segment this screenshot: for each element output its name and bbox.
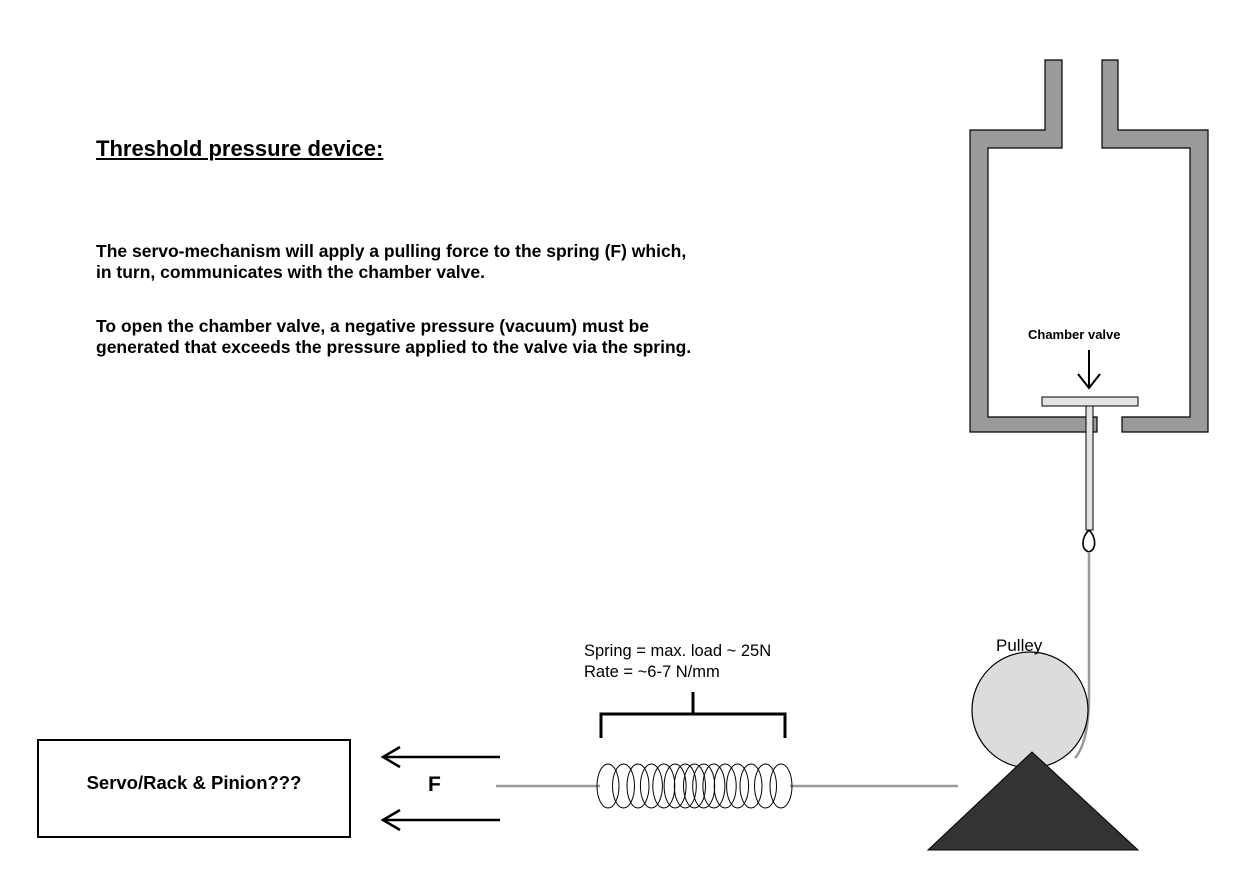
spring-coil	[754, 763, 777, 809]
spring-coil	[713, 763, 737, 809]
chamber-valve-plate	[1041, 396, 1139, 407]
servo-box-label: Servo/Rack & Pinion???	[86, 772, 302, 793]
paragraph-1-line-1: The servo-mechanism will apply a pulling…	[96, 241, 687, 261]
spring-spec-label: Spring = max. load ~ 25N Rate = ~6-7 N/m…	[584, 641, 771, 683]
spring-coil	[683, 763, 706, 809]
paragraph-1-line-2: in turn, communicates with the chamber v…	[96, 262, 485, 282]
valve-stem	[1085, 405, 1094, 531]
spring-coil	[612, 763, 635, 809]
paragraph-2-line-2: generated that exceeds the pressure appl…	[96, 337, 692, 357]
spring	[596, 763, 793, 809]
spring-coil	[626, 763, 650, 809]
pulley-support	[926, 751, 1140, 851]
chamber-left-wall	[969, 59, 1098, 433]
diagram-title: Threshold pressure device:	[96, 136, 384, 161]
spring-coil	[673, 763, 697, 809]
hook	[1082, 529, 1096, 553]
spring-coil	[596, 763, 620, 809]
vertical-wire	[1074, 552, 1091, 759]
pulley-label: Pulley	[996, 636, 1043, 655]
servo-box	[37, 739, 351, 838]
chamber-valve-label: Chamber valve	[1028, 327, 1121, 342]
spring-coil	[739, 763, 763, 809]
spring-coil	[769, 763, 793, 809]
paragraph-2-line-1: To open the chamber valve, a negative pr…	[96, 316, 650, 336]
spring-coil	[639, 763, 663, 809]
spring-coil	[663, 763, 687, 809]
force-label: F	[428, 773, 441, 796]
valve-arrow	[1077, 350, 1101, 390]
spring-bracket	[599, 692, 787, 738]
wire	[496, 552, 1091, 788]
spring-rate-label: Rate = ~6-7 N/mm	[584, 663, 720, 681]
chamber	[969, 59, 1209, 433]
spring-load-label: Spring = max. load ~ 25N	[584, 642, 772, 660]
spring-coil	[702, 763, 726, 809]
force-arrows	[380, 745, 500, 832]
description-paragraph-2: To open the chamber valve, a negative pr…	[96, 316, 691, 358]
description-paragraph-1: The servo-mechanism will apply a pulling…	[96, 241, 686, 283]
spring-coil	[726, 763, 750, 809]
pulley-wheel	[971, 651, 1089, 769]
chamber-right-wall	[1101, 59, 1209, 433]
